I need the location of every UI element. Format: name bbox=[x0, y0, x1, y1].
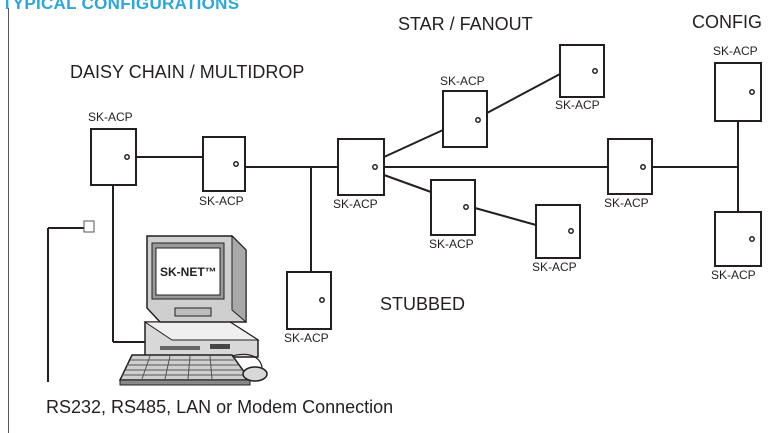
device-label: SK-ACP bbox=[555, 98, 600, 112]
link-line bbox=[486, 73, 561, 114]
device-label: SK-ACP bbox=[333, 197, 378, 211]
frame-border bbox=[8, 8, 9, 433]
connection-note: RS232, RS485, LAN or Modem Connection bbox=[46, 397, 394, 417]
device-label: SK-ACP bbox=[604, 196, 649, 210]
link-line bbox=[383, 174, 432, 193]
mouse-icon bbox=[231, 353, 268, 382]
section-title-daisy-chain: DAISY CHAIN / MULTIDROP bbox=[70, 62, 305, 82]
computer-screen-label: SK-NET™ bbox=[160, 265, 217, 279]
device-label: SK-ACP bbox=[88, 110, 133, 124]
device-label: SK-ACP bbox=[713, 44, 758, 58]
desktop-computer-icon bbox=[143, 234, 260, 358]
section-title-config: CONFIG bbox=[692, 12, 762, 32]
link-line bbox=[383, 129, 444, 158]
device-label: SK-ACP bbox=[440, 74, 485, 88]
section-title-star: STAR / FANOUT bbox=[398, 14, 533, 34]
device-label: SK-ACP bbox=[429, 237, 474, 251]
device-label: SK-ACP bbox=[284, 331, 329, 345]
connector-icon bbox=[83, 220, 95, 233]
device-label: SK-ACP bbox=[532, 260, 577, 274]
diagram-heading: TYPICAL CONFIGURATIONS bbox=[2, 0, 240, 13]
device-label: SK-ACP bbox=[711, 268, 756, 282]
device-label: SK-ACP bbox=[199, 194, 244, 208]
section-title-stubbed: STUBBED bbox=[380, 294, 466, 314]
link-line bbox=[474, 207, 537, 226]
keyboard-icon bbox=[118, 354, 252, 386]
